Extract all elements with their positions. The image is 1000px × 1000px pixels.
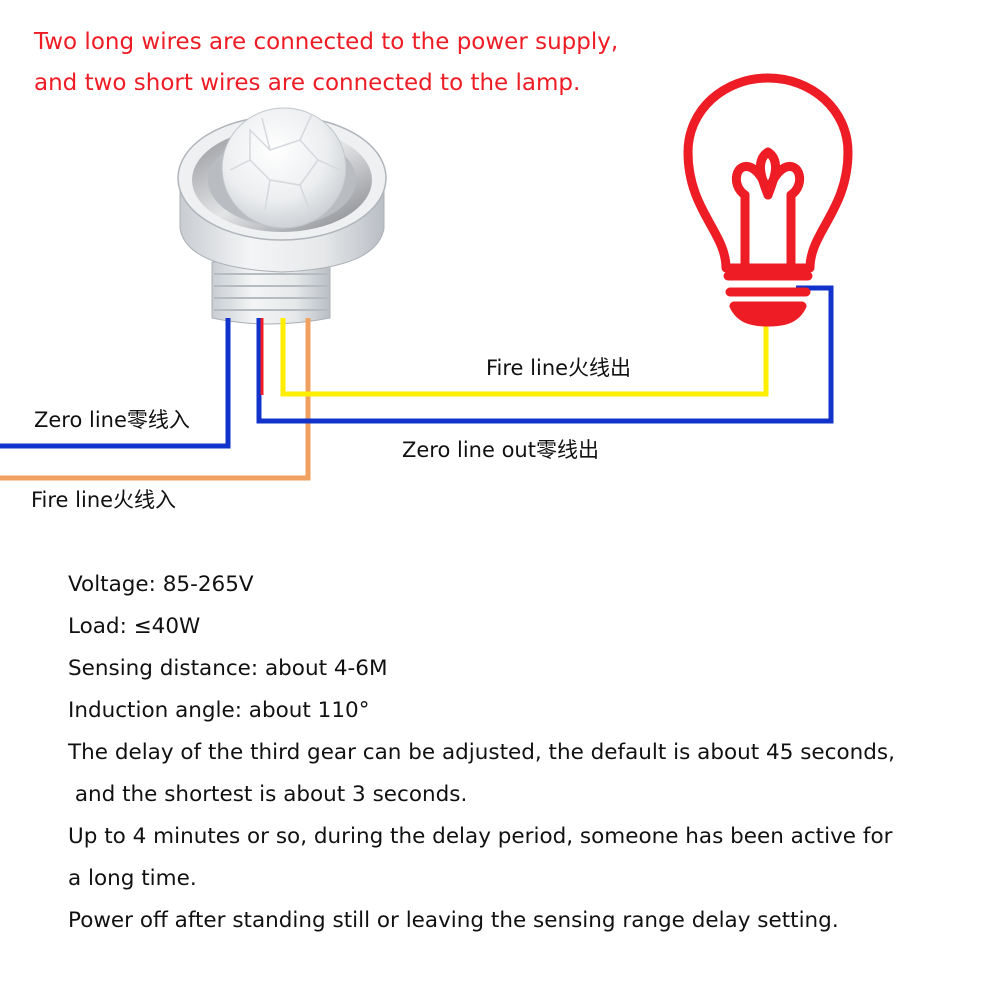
spec-list: Voltage: 85-265V Load: ≤40W Sensing dist… [68,564,895,942]
spec-activity-line-2: a long time. [68,866,197,891]
zero-line-out-wire [256,285,834,424]
notice-line-1: Two long wires are connected to the powe… [34,29,619,55]
pir-sensor-icon [177,107,387,325]
zero-line-in-label: Zero line零线入 [34,408,190,432]
spec-sensing-distance: Sensing distance: about 4-6M [68,656,388,681]
spec-activity-line-1: Up to 4 minutes or so, during the delay … [68,824,893,849]
spec-delay-line-2: and the shortest is about 3 seconds. [68,782,468,807]
fire-line-out-label: Fire line火线出 [486,356,632,380]
spec-voltage: Voltage: 85-265V [68,572,254,597]
notice-line-2: and two short wires are connected to the… [34,70,581,96]
spec-induction-angle: Induction angle: about 110° [68,698,370,723]
wiring-notice: Two long wires are connected to the powe… [34,22,618,104]
fire-line-out-wire [280,318,769,397]
spec-delay-line-1: The delay of the third gear can be adjus… [68,740,895,765]
zero-line-out-label: Zero line out零线出 [402,438,599,462]
fire-line-in-label: Fire line火线入 [31,488,177,512]
fire-line-in-wire [0,318,311,481]
lamp-icon [683,73,853,327]
spec-power-off: Power off after standing still or leavin… [68,908,839,933]
spec-load: Load: ≤40W [68,614,201,639]
zero-line-in-wire [0,318,231,449]
